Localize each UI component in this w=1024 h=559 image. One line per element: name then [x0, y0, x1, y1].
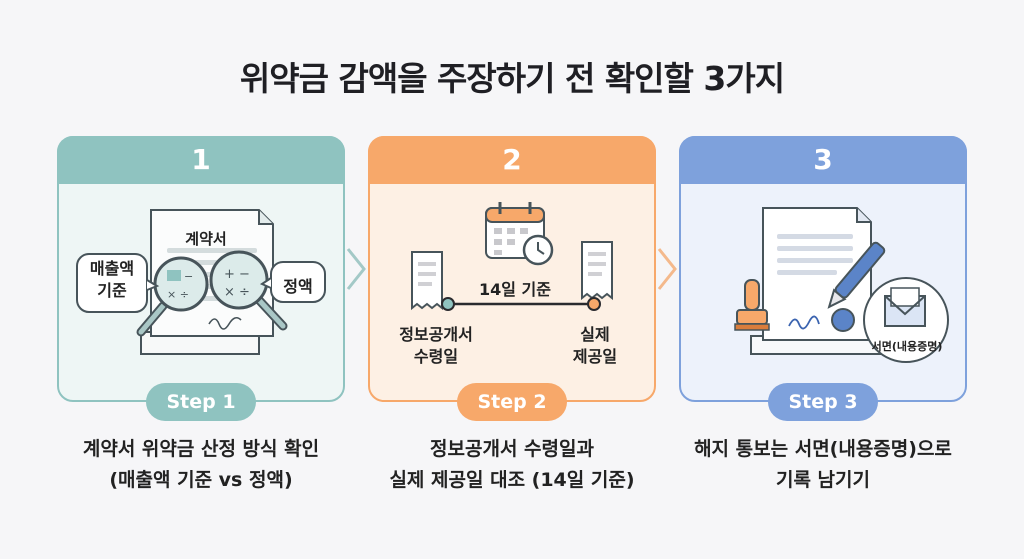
- step-3-header: 3: [679, 136, 967, 184]
- receipt-date-line1: 정보공개서: [399, 325, 473, 344]
- receipt-date-label: 정보공개서 수령일: [384, 324, 488, 368]
- step-1-header: 1: [57, 136, 345, 184]
- step-3-pill: Step 3: [768, 383, 878, 421]
- written-notice-illustration: [734, 207, 949, 363]
- step-2-number: 2: [502, 143, 522, 176]
- step-2-header: 2: [368, 136, 656, 184]
- timeline-illustration: [411, 202, 613, 311]
- step-3-caption-line2: 기록 남기기: [775, 469, 870, 491]
- chevron-right-icon: [657, 248, 677, 290]
- step-1-caption-line1: 계약서 위약금 산정 방식 확인: [82, 438, 320, 460]
- actual-date-line2: 제공일: [572, 347, 618, 366]
- step-2-caption-line1: 정보공개서 수령일과: [430, 438, 594, 460]
- step-2-caption-line2: 실제 제공일 대조 (14일 기준): [389, 469, 635, 491]
- contract-illustration: − × ÷ + − × ÷: [76, 209, 326, 355]
- step-2-card: 2 14일 기준 정보공개서 수령일 실제 제공일: [368, 136, 656, 402]
- step-2-caption: 정보공개서 수령일과 실제 제공일 대조 (14일 기준): [342, 434, 682, 496]
- step-1-caption-line2: (매출액 기준 vs 정액): [109, 469, 293, 491]
- step-1-card: 1 − × ÷ + − × ÷ 계약서 매출액 기준: [57, 136, 345, 402]
- actual-date-label: 실제 제공일: [560, 324, 630, 368]
- svg-text:+ −: + −: [224, 267, 250, 282]
- contract-doc-title: 계약서: [185, 230, 227, 248]
- receipt-date-line2: 수령일: [413, 347, 459, 366]
- step-3-caption-line1: 해지 통보는 서면(내용증명)으로: [694, 438, 952, 460]
- timeline-14-day-label: 14일 기준: [479, 280, 551, 299]
- step-1-caption: 계약서 위약금 산정 방식 확인 (매출액 기준 vs 정액): [31, 434, 371, 496]
- step-1-pill: Step 1: [146, 383, 256, 421]
- step-1-number: 1: [191, 143, 211, 176]
- bubble-sales-basis-line2: 기준: [97, 281, 127, 300]
- step-3-card: 3 서면(내용증명): [679, 136, 967, 402]
- step-3-caption: 해지 통보는 서면(내용증명)으로 기록 남기기: [653, 434, 993, 496]
- bubble-sales-basis-line1: 매출액: [89, 259, 135, 278]
- svg-text:× ÷: × ÷: [224, 285, 250, 300]
- step-3-number: 3: [813, 143, 833, 176]
- chevron-right-icon: [346, 248, 366, 290]
- step-2-pill: Step 2: [457, 383, 567, 421]
- svg-text:× ÷: × ÷: [167, 288, 189, 301]
- written-notice-label: 서면(내용증명): [871, 340, 943, 353]
- bubble-sales-basis: 매출액 기준: [77, 258, 147, 302]
- actual-date-line1: 실제: [580, 325, 610, 344]
- page-title: 위약금 감액을 주장하기 전 확인할 3가지: [239, 59, 785, 98]
- svg-text:−: −: [184, 270, 193, 283]
- bubble-fixed-amount: 정액: [283, 277, 313, 296]
